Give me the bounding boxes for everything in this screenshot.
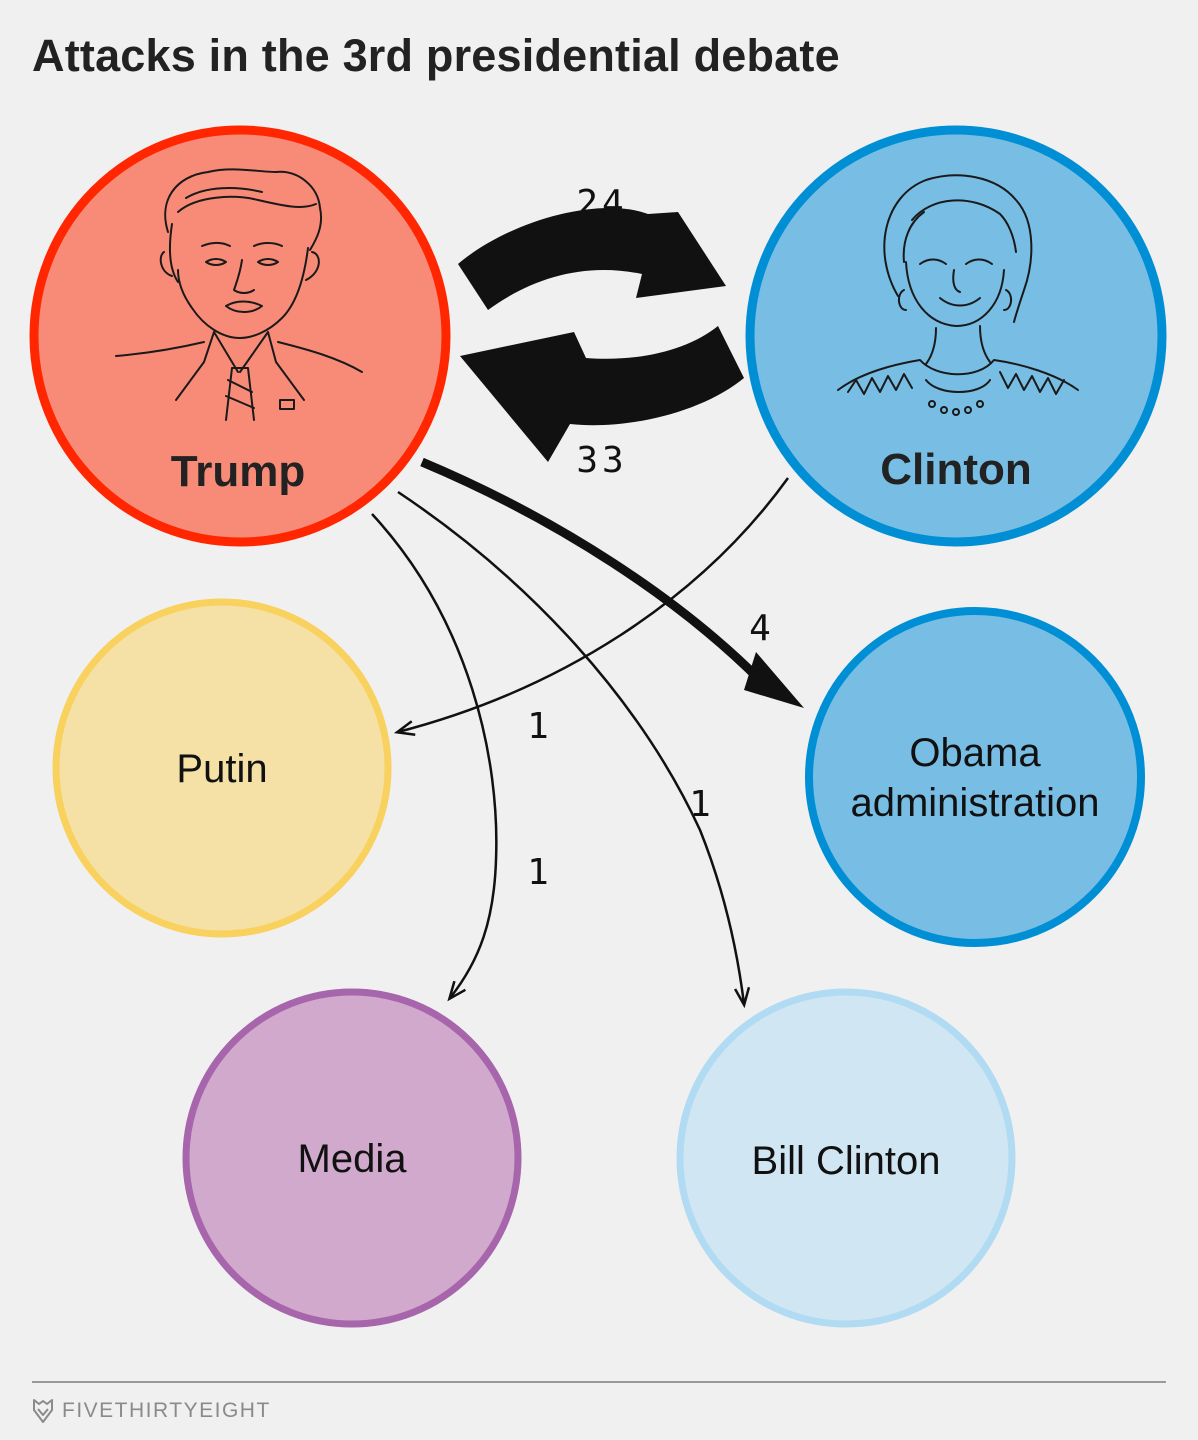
page-title: Attacks in the 3rd presidential debate <box>32 30 840 81</box>
bill-clinton-label: Bill Clinton <box>752 1139 941 1183</box>
trump-node <box>29 125 451 547</box>
fox-logo-icon <box>33 1399 53 1423</box>
putin-node <box>52 598 392 938</box>
attack-arrow-trump-to-obama <box>420 457 764 684</box>
edge-label-clinton-to-trump: 33 <box>576 440 627 481</box>
trump-label: Trump <box>171 447 305 496</box>
obama-label-line2: administration <box>850 781 1099 825</box>
edge-label-trump-to-clinton: 24 <box>576 183 627 224</box>
bill-clinton-node <box>676 988 1016 1328</box>
edge-label-clinton-to-putin: 1 <box>527 706 549 747</box>
clinton-label: Clinton <box>880 445 1032 494</box>
edge-label-trump-to-media: 1 <box>527 852 549 893</box>
attack-arrow-trump-to-bill-clinton <box>397 490 744 1004</box>
clinton-portrait-sketch-icon <box>837 174 1079 416</box>
attack-arrow-trump-to-media <box>371 513 498 998</box>
attack-network-diagram: 24 33 4 1 1 1 Trump Clinton Putin Obama … <box>29 125 1167 1328</box>
attack-arrow-clinton-to-putin <box>398 477 790 732</box>
media-label: Media <box>298 1137 408 1181</box>
attack-arrow-trump-to-obama-head <box>744 652 804 708</box>
attack-arrow-clinton-to-trump <box>460 326 744 462</box>
putin-label: Putin <box>176 747 267 791</box>
clinton-node <box>745 125 1167 547</box>
footer: FIVETHIRTYEIGHT <box>32 1396 271 1426</box>
footer-divider <box>32 1381 1166 1383</box>
obama-label-line1: Obama <box>909 731 1041 775</box>
edge-label-trump-to-obama: 4 <box>749 608 771 649</box>
obama-node <box>805 607 1145 947</box>
footer-brand: FIVETHIRTYEIGHT <box>62 1399 271 1422</box>
media-node <box>182 988 522 1328</box>
attack-arrow-trump-to-clinton <box>458 207 726 310</box>
trump-portrait-sketch-icon <box>115 168 363 421</box>
edge-label-trump-to-bill-clinton: 1 <box>689 784 711 825</box>
